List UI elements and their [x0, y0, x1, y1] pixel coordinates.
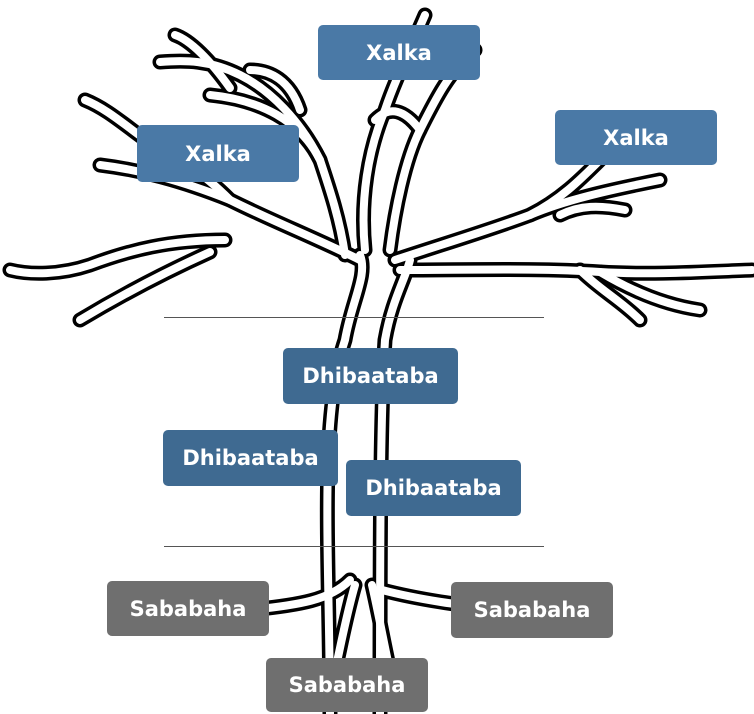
outcome-box-right: Xalka [555, 110, 717, 165]
effect-box-top: Dhibaataba [283, 348, 458, 404]
cause-box-bottom: Sababaha [266, 658, 428, 712]
outcome-box-top: Xalka [318, 25, 480, 80]
outcome-box-left: Xalka [137, 125, 299, 182]
cause-box-left: Sababaha [107, 581, 269, 636]
cause-box-right: Sababaha [451, 582, 613, 638]
divider-upper [164, 317, 544, 318]
effect-box-right: Dhibaataba [346, 460, 521, 516]
effect-box-left: Dhibaataba [163, 430, 338, 486]
divider-lower [164, 546, 544, 547]
